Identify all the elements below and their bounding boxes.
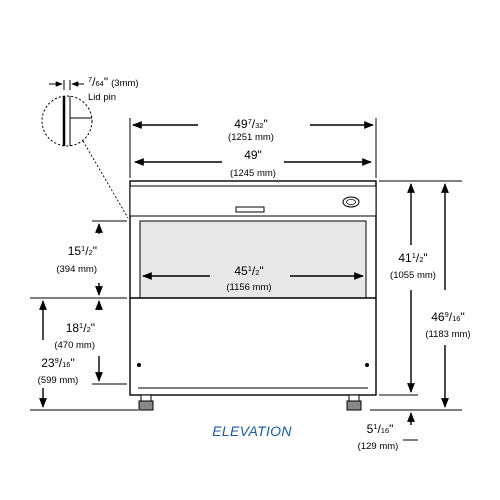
lower-panel-metric: (470 mm) bbox=[54, 340, 95, 351]
window-height-label: 151/2" bbox=[68, 244, 97, 258]
overall-width-dimension: 497/32" (1251 mm) bbox=[129, 117, 377, 178]
lower-panel-dimension: 181/2" (470 mm) bbox=[54, 300, 127, 385]
overall-height-dimension: 469/16" (1183 mm) bbox=[370, 183, 471, 411]
window-width-metric: (1156 mm) bbox=[226, 282, 271, 293]
viewing-window bbox=[139, 220, 367, 299]
cabinet-height-metric: (1055 mm) bbox=[390, 270, 436, 281]
window-width-label: 451/2" bbox=[234, 264, 263, 278]
cabinet-height-label: 411/2" bbox=[398, 251, 427, 265]
body-width-label: 49" bbox=[244, 148, 262, 162]
lower-panel-label: 181/2" bbox=[66, 321, 95, 335]
lid-pin-label: Lid pin bbox=[88, 92, 116, 103]
elevation-caption: ELEVATION bbox=[212, 423, 292, 439]
floor-to-window-label: 239/16" bbox=[41, 356, 74, 370]
cabinet-height-dimension: 411/2" (1055 mm) bbox=[379, 180, 462, 396]
floor-to-window-metric: (599 mm) bbox=[38, 375, 79, 386]
lid-pin-size: 7/64"(3mm) bbox=[88, 75, 139, 89]
leveling-leg bbox=[346, 394, 362, 411]
thermometer-icon bbox=[342, 196, 360, 208]
leg-height-dimension: 51/16" (129 mm) bbox=[358, 412, 418, 452]
leveling-leg bbox=[138, 394, 154, 411]
overall-width-label: 497/32" bbox=[234, 117, 267, 131]
leg-height-label: 51/16" bbox=[367, 422, 394, 436]
overall-height-metric: (1183 mm) bbox=[425, 329, 470, 340]
panel-rivet bbox=[365, 363, 369, 367]
window-height-metric: (394 mm) bbox=[56, 264, 97, 275]
cabinet bbox=[129, 180, 377, 411]
window-height-dimension: 151/2" (394 mm) bbox=[56, 220, 127, 299]
overall-width-metric: (1251 mm) bbox=[228, 132, 274, 143]
body-width-dimension: 49" (1245 mm) bbox=[134, 148, 372, 179]
floor-to-window-dimension: 239/16" (599 mm) bbox=[30, 297, 138, 411]
window-width-dimension: 451/2" (1156 mm) bbox=[142, 264, 364, 293]
panel-rivet bbox=[137, 363, 141, 367]
lid-pin-detail bbox=[41, 80, 129, 219]
overall-height-label: 469/16" bbox=[431, 310, 464, 324]
leg-height-metric: (129 mm) bbox=[358, 441, 399, 452]
body-width-metric: (1245 mm) bbox=[230, 168, 276, 179]
lid-handle bbox=[235, 206, 265, 213]
